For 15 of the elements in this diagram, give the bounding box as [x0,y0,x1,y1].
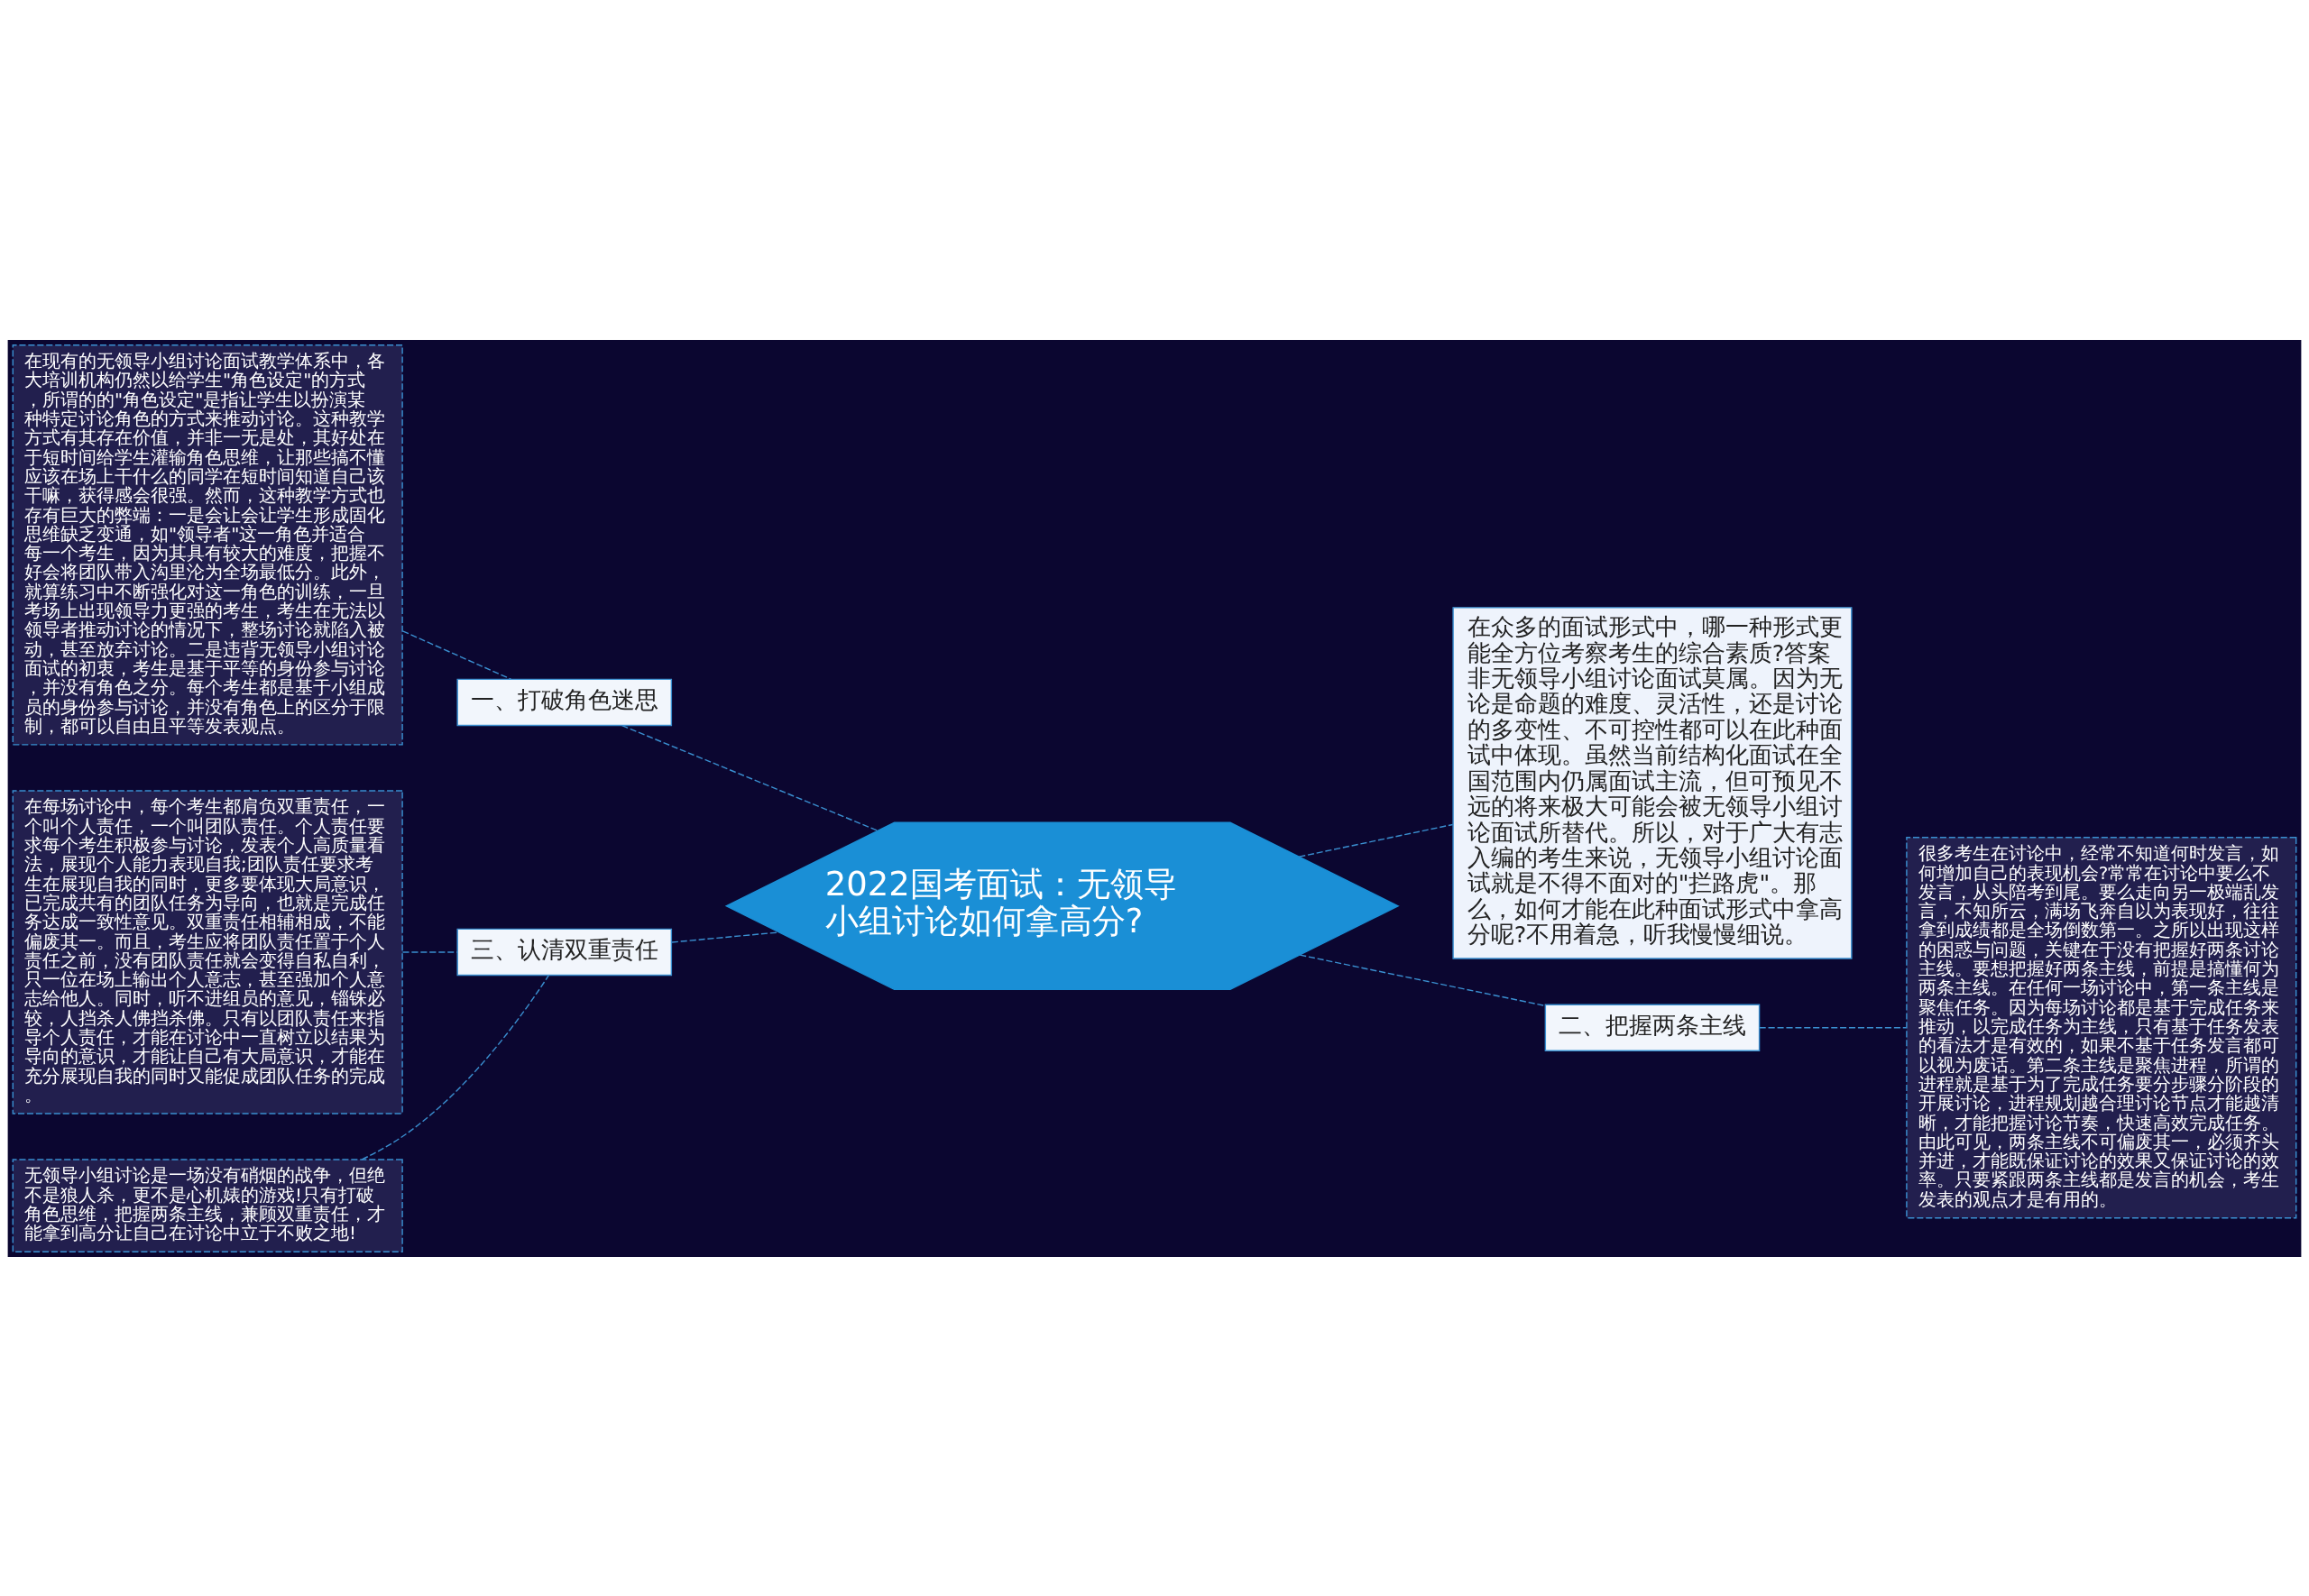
connector [1759,1026,1908,1028]
connector [401,629,512,680]
node-box: 在现有的无领导小组讨论面试教学体系中，各大培训机构仍然以给学生"角色设定"的方式，所谓的的"角色设定"是指让学生以扮演某种特定讨论角色的方式来推动讨论。这种教学方式有其存在价值，并非一无是处，其好处在于短时间给学生灌输角色思维，让那些搞不懂应该在场上干什么的同学在短时间知道自己该干嘛，获得感会很强。然而，这种教学方式也存有巨大的弊端：一是会让会让学生形成固化思维缺乏变通，如"领导者"这一角色并适合每一个考生，因为其具有较大的难度，把握不好会将团队带入沟里沦为全场最低分。此外，就算练习中不断强化对这一角色的训练，一旦考场上出现领导力更强的考生，考生在无法以领导者推动讨论的情况下，整场讨论就陷入被动，甚至放弃讨论。二是违背无领导小组讨论面试的初衷，考生是基于平等的身份参与讨论，并没有角色之分。每个考生都是基于小组成员的身份参与讨论，并没有角色上的区分于限制，都可以自由且平等发表观点。 [12,344,403,746]
node-box: 二、把握两条主线 [1544,1003,1761,1051]
connector [621,724,879,831]
node-box: 在每场讨论中，每个考生都肩负双重责任，一个叫个人责任，一个叫团队责任。个人责任要求每个考生积极参与讨论，发表个人高质量看法，展现个人能力表现自我;团队责任要求考生在展现自我的同时，更多要体现大局意识，已完成共有的团队任务为导向，也就是完成任务达成一致性意见。双重责任相辅相成，不能偏废其一。而且，考生应将团队责任置于个人责任之前，没有团队责任就会变得自私自利，只一位在场上输出个人意志，甚至强加个人意志给他人。同时，听不进组员的意见，锱铢必较，人挡杀人佛挡杀佛。只有以团队责任来指导个人责任，才能在讨论中一直树立以结果为导向的意识，才能让自己有大局意识，才能在充分展现自我的同时又能促成团队任务的完成。 [12,789,403,1114]
connector [1299,953,1546,1006]
node-box: 在众多的面试形式中，哪一种形式更能全方位考察考生的综合素质?答案非无领导小组讨论面试莫属。因为无论是命题的难度、灵活性，还是讨论的多变性、不可控性都可以在此种面试中体现。虽然当前结构化面试在全国范围内仍属面试主流，但可预见不远的将来极大可能会被无领导小组讨论面试所替代。所以，对于广大有志入编的考生来说，无领导小组讨论面试就是不得不面对的"拦路虎"。那么，如何才能在此种面试形式中拿高分呢?不用着急，听我慢慢细说。 [1452,606,1853,959]
connector [401,950,458,953]
connector [361,974,550,1160]
node-box: 无领导小组讨论是一场没有硝烟的战争，但绝不是狼人杀，更不是心机婊的游戏!只有打破角色思维，把握两条主线，兼顾双重责任，才能拿到高分让自己在讨论中立于不败之地! [12,1158,403,1252]
node-box: 很多考生在讨论中，经常不知道何时发言，如何增加自己的表现机会?常常在讨论中要么不发言，从头陪考到尾。要么走向另一极端乱发言，不知所云，满场飞奔自以为表现好，往往拿到成绩都是全场倒数第一。之所以出现这样的困惑与问题，关键在于没有把握好两条讨论主线。要想把握好两条主线，前提是搞懂何为两条主线。在任何一场讨论中，第一条主线是聚焦任务。因为每场讨论都是基于完成任务来推动，以完成任务为主线，只有基于任务发表的看法才是有效的，如果不基于任务发言都可以视为废话。第二条主线是聚焦进程，所谓的进程就是基于为了完成任务要分步骤分阶段的开展讨论，进程规划越合理讨论节点才能越清晰，才能把握讨论节奏，快速高效完成任务。由此可见，两条主线不可偏废其一，必须齐头并进，才能既保证讨论的效果又保证讨论的效率。只要紧跟两条主线都是发言的机会，考生发表的观点才是有用的。 [1906,836,2297,1218]
connector [1298,823,1454,858]
node-box: 三、认清双重责任 [456,928,673,976]
node-box: 一、打破角色迷思 [456,678,673,726]
